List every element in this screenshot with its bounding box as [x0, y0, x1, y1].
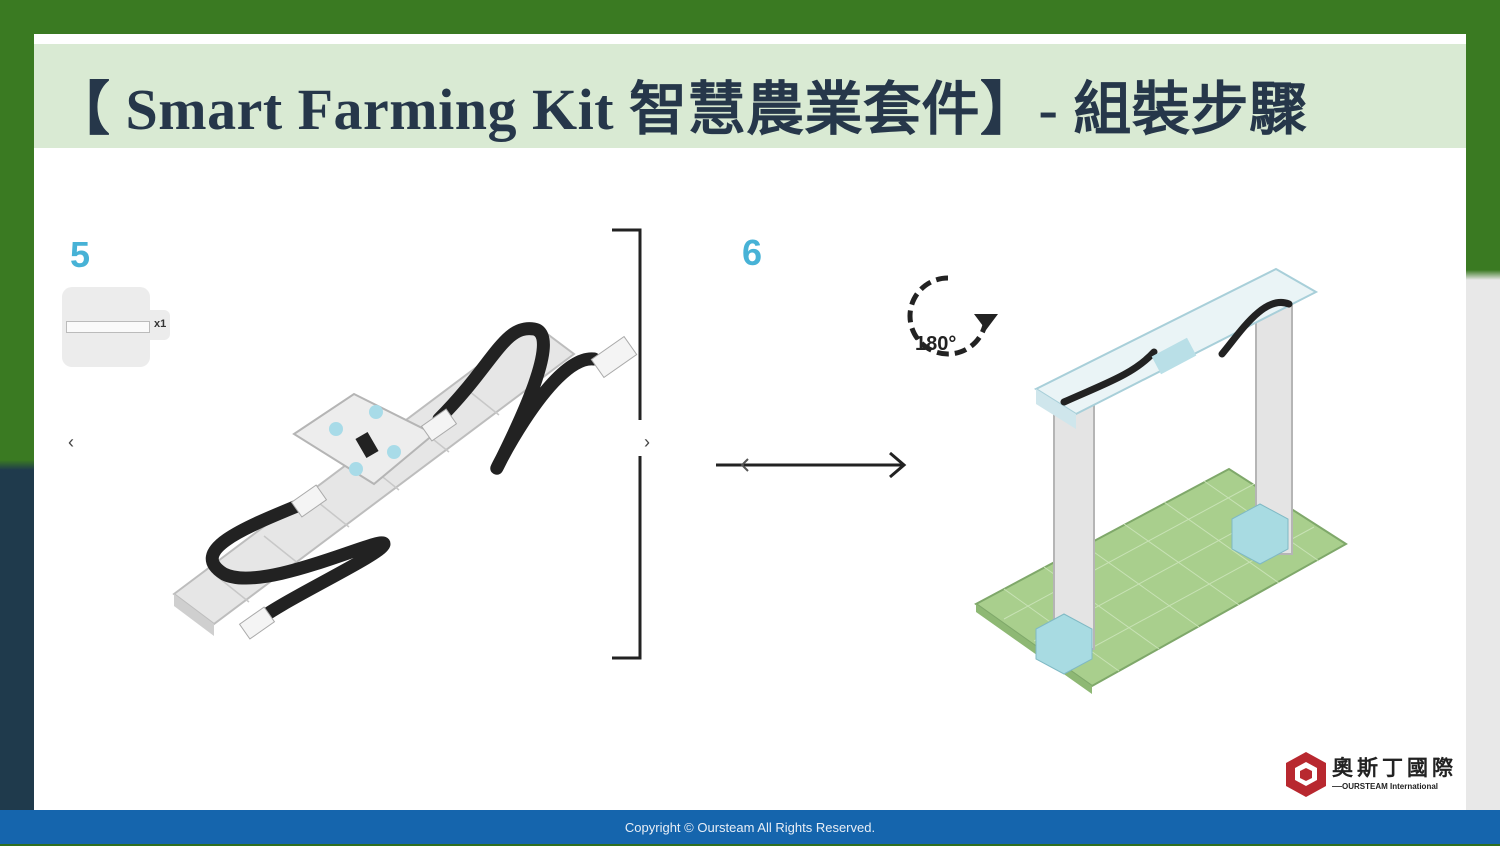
led-strip-part-icon — [66, 321, 150, 333]
parts-card-tab — [146, 310, 170, 340]
oursteam-logo: 奧斯丁國際 OURSTEAM International — [1284, 750, 1464, 800]
background-top — [0, 0, 1500, 40]
footer-copyright: Copyright © Oursteam All Rights Reserved… — [0, 810, 1500, 844]
logo-english-name: OURSTEAM International — [1342, 782, 1439, 791]
parts-quantity: x1 — [154, 318, 167, 330]
background-right — [1460, 0, 1500, 844]
rotate-180-icon — [907, 275, 998, 357]
background-left — [0, 0, 40, 844]
logo-divider — [1332, 786, 1342, 787]
step-5-assembly-illustration — [172, 322, 638, 640]
oursteam-cube-icon — [1286, 752, 1326, 797]
step-5-bracket — [612, 228, 648, 660]
step-6-assembly-illustration — [974, 267, 1348, 694]
step-transition-arrow-icon — [716, 451, 907, 479]
step-5-number: 5 — [70, 234, 91, 275]
logo-chinese-name: 奧斯丁國際 — [1332, 757, 1457, 780]
title-bar: 【 Smart Farming Kit 智慧農業套件】- 組裝步驟 — [34, 44, 1466, 148]
page-title: 【 Smart Farming Kit 智慧農業套件】- 組裝步驟 — [52, 77, 1308, 142]
rotation-label: 180° — [915, 333, 957, 355]
prev-arrow-icon[interactable]: ‹ — [68, 432, 74, 452]
slide: 【 Smart Farming Kit 智慧農業套件】- 組裝步驟 5 x1 ‹… — [34, 34, 1466, 810]
step-6-number: 6 — [742, 232, 763, 273]
next-arrow-icon[interactable]: › — [644, 432, 650, 452]
